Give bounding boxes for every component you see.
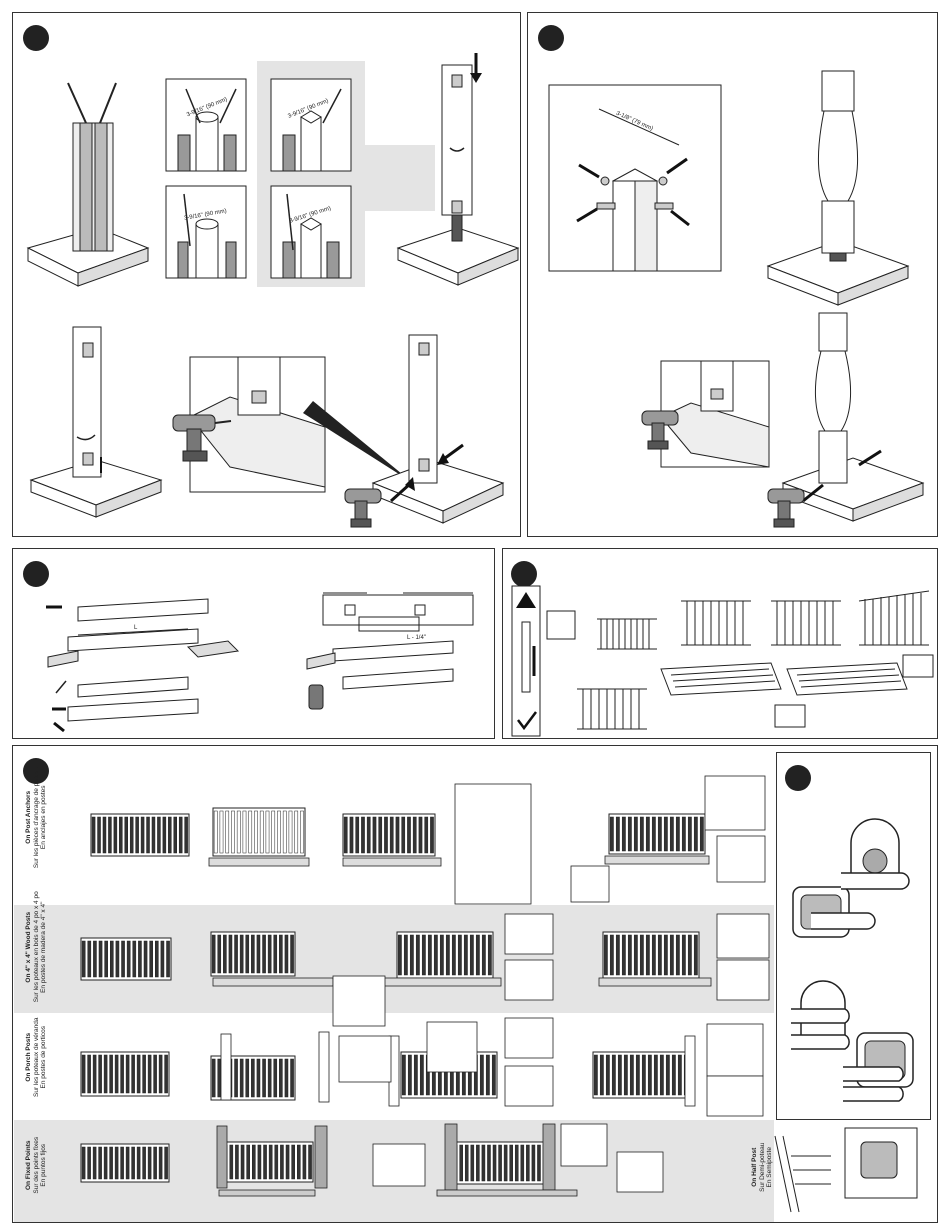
step-number-marker	[511, 561, 537, 587]
post-anchor-illustration	[26, 82, 150, 287]
gate-panel-7	[602, 931, 700, 979]
rail-trim-illustration: L - 1/4"	[306, 592, 474, 710]
gate-panel-12	[80, 1143, 170, 1183]
power-drill-icon	[172, 414, 232, 462]
warning-column-illustration	[511, 585, 541, 737]
porch-post-illustration	[766, 70, 910, 306]
bracket-illustrations	[791, 818, 914, 1102]
step-panel-4	[502, 548, 938, 739]
pointer-wedge	[303, 401, 413, 483]
step-number-marker	[23, 758, 49, 784]
post-twist-illustration	[29, 326, 163, 518]
drill-detail-box-4: 3-9/16" (90 mm)	[270, 185, 352, 279]
dimension-label: L - 1/4"	[407, 635, 426, 641]
step-number-marker	[23, 561, 49, 587]
shaded-connector	[363, 145, 435, 211]
drill-detail-box-2: 3-9/16" (90 mm)	[270, 78, 352, 172]
gate-panel-2	[342, 813, 436, 857]
gate-panel-8	[80, 1051, 170, 1097]
step-panel-1: 3-9/16" (90 mm) 3-9/16" (90 mm) 3-9/16" …	[12, 12, 521, 537]
gate-panel-4	[80, 937, 172, 981]
power-drill-icon	[641, 410, 679, 450]
gate-panel-11	[592, 1051, 690, 1099]
post-drill-illustration	[371, 334, 505, 524]
half-post-illustration	[774, 1127, 918, 1213]
drill-detail-box-3: 3-9/16" (90 mm)	[165, 185, 247, 279]
gate-panel-1	[212, 807, 306, 857]
step-number-marker	[538, 25, 564, 51]
step-number-marker	[23, 25, 49, 51]
power-drill-icon	[767, 488, 805, 528]
power-drill-icon	[344, 488, 382, 528]
gate-panel-3	[608, 813, 706, 855]
step-panel-3: L L - 1/4"	[12, 548, 495, 739]
gate-panel-illustrations	[80, 775, 770, 1197]
step-panel-5: On Post Anchors Sur les pièces d'ancrage…	[12, 745, 938, 1223]
step-panel-2: 3-1/8" (79 mm)	[527, 12, 938, 537]
gate-panel-13	[222, 1141, 314, 1183]
gate-panel-14	[452, 1141, 554, 1185]
drill-closeup-box	[660, 360, 770, 468]
gate-panel-5	[210, 931, 296, 977]
sleeve-detail-box: 3-1/8" (79 mm)	[548, 84, 722, 272]
rail-cutting-illustration: L	[46, 598, 240, 733]
post-lowering-illustration	[396, 53, 520, 286]
step-number-marker	[785, 765, 811, 791]
drill-detail-box-1: 3-9/16" (90 mm)	[165, 78, 247, 172]
gate-panel-0	[90, 813, 190, 857]
bracket-detail-panel	[776, 752, 931, 1120]
baluster-installation-illustration	[546, 590, 934, 730]
dimension-label: L	[134, 625, 138, 631]
gate-panel-6	[396, 931, 494, 979]
